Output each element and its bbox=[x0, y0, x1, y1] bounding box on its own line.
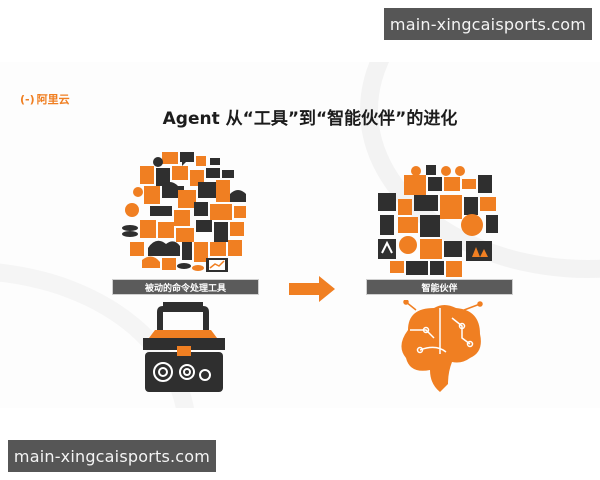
smart-partner-icon-cluster bbox=[378, 165, 498, 277]
left-caption-text: 被动的命令处理工具 bbox=[144, 283, 226, 294]
left-caption: 被动的命令处理工具 bbox=[112, 279, 259, 295]
watermark-bottom: main-xingcaisports.com bbox=[8, 440, 216, 472]
toolbox-icon bbox=[143, 302, 225, 392]
watermark-top: main-xingcaisports.com bbox=[384, 8, 592, 40]
brain-circuit-icon bbox=[401, 300, 483, 392]
arrow-right-icon bbox=[289, 276, 335, 302]
aliyun-logo-text: 阿里云 bbox=[36, 93, 70, 106]
right-caption: 智能伙伴 bbox=[366, 279, 513, 295]
passive-tool-icon-cluster bbox=[122, 152, 246, 272]
aliyun-logo: (-) 阿里云 bbox=[20, 91, 70, 107]
aliyun-logo-icon: (-) bbox=[20, 92, 35, 106]
watermark-bottom-text: main-xingcaisports.com bbox=[13, 446, 211, 466]
watermark-top-text: main-xingcaisports.com bbox=[389, 14, 587, 34]
slide-title: Agent 从“工具”到“智能伙伴”的进化 bbox=[162, 109, 458, 129]
right-caption-text: 智能伙伴 bbox=[421, 283, 458, 294]
slide bbox=[0, 62, 600, 408]
